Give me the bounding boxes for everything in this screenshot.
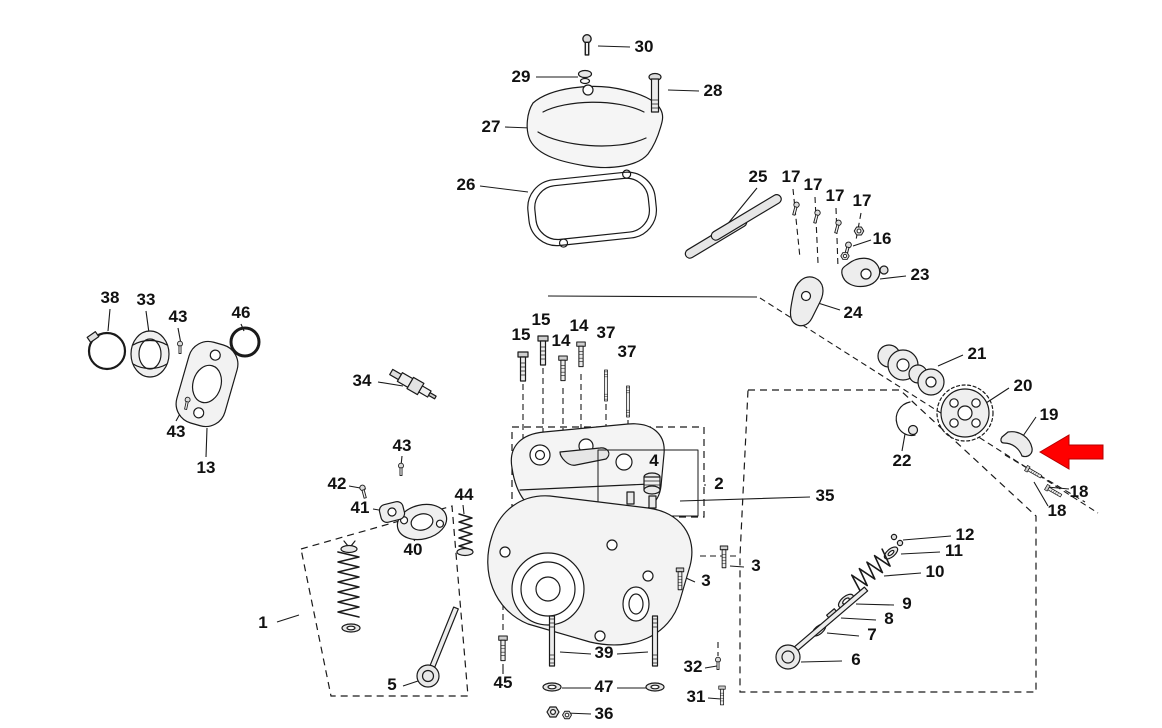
small-spring <box>456 513 474 557</box>
hose-clamp <box>86 331 127 371</box>
bolt-31 <box>718 685 726 706</box>
adjuster-screws <box>790 201 865 260</box>
intake-boot <box>130 330 170 378</box>
valve-cover <box>526 84 664 169</box>
highlight-arrow <box>1039 434 1104 470</box>
head-bolts <box>517 335 630 418</box>
rocker-housing <box>510 423 665 515</box>
dowel-pins <box>626 491 657 509</box>
rocker-arm-b <box>789 276 824 327</box>
cam-sprocket <box>936 384 994 442</box>
cam-bracket <box>1000 431 1033 458</box>
left-valve <box>416 606 459 688</box>
group-outline-valve-left <box>300 505 469 697</box>
chain-guide-hook <box>895 401 919 437</box>
cover-gasket <box>527 169 658 248</box>
cover-grommet <box>577 69 593 85</box>
right-valve <box>775 586 869 670</box>
cover-screw <box>582 34 592 56</box>
manifold-spacer <box>396 503 448 541</box>
valve-keepers <box>890 533 904 547</box>
tappet-cap <box>643 472 661 495</box>
washer-47-left <box>542 682 562 692</box>
spacer-bolt <box>358 484 369 500</box>
valve-spring <box>850 548 891 593</box>
cylinder-head-body <box>487 495 693 646</box>
stud-39-left <box>548 615 556 667</box>
flange-bolt-45 <box>498 635 508 662</box>
nut-36-b <box>562 710 572 720</box>
bolt-3-upper <box>719 545 729 569</box>
rocker-shafts <box>684 194 782 259</box>
left-valve-spring <box>337 540 361 633</box>
camshaft-axis-line <box>759 297 1099 514</box>
intake-screw-top <box>177 340 183 354</box>
spacer-bracket <box>378 501 406 523</box>
nut-36 <box>546 706 560 718</box>
spring-retainer <box>883 546 899 560</box>
intake-manifold-flange <box>175 340 239 428</box>
cam-bolts <box>1024 465 1063 499</box>
cover-bolt <box>648 72 662 113</box>
spacer-screw <box>398 462 404 476</box>
washer-47-right <box>645 682 665 692</box>
spark-plug <box>389 368 437 400</box>
o-ring <box>229 326 261 358</box>
stud-39-right <box>651 615 659 667</box>
rocker-arm-a <box>841 257 889 288</box>
screw-32 <box>715 656 721 670</box>
camshaft <box>877 344 945 396</box>
